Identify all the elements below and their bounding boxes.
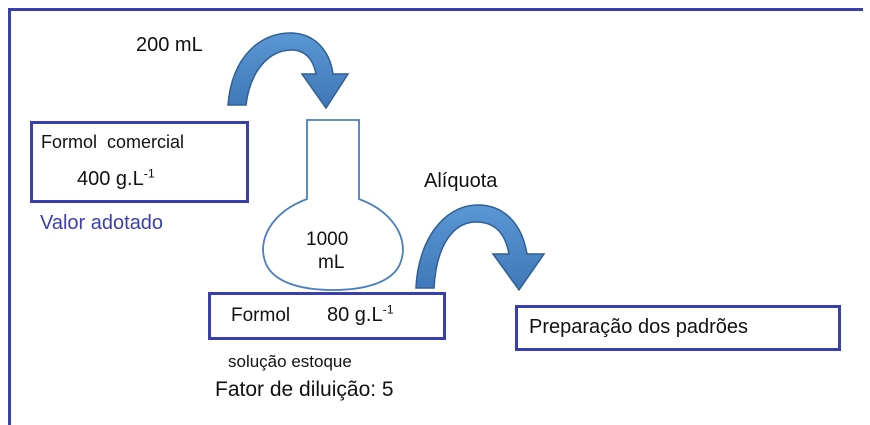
- volumetric-flask: [262, 119, 404, 291]
- flask-volume-line1: 1000: [306, 229, 349, 250]
- curved-arrow-to-flask: [227, 32, 350, 110]
- stock-solution-caption: solução estoque: [228, 352, 352, 371]
- commercial-formol-title: Formol comercial: [41, 132, 185, 152]
- dilution-factor-label: Fator de diluição: 5: [215, 378, 394, 401]
- standards-preparation-label: Preparação dos padrões: [529, 316, 749, 338]
- volume-label: 200 mL: [136, 34, 203, 56]
- commercial-formol-box: Formol comercial 400 g.L-1: [30, 121, 249, 203]
- commercial-formol-value: 400 g.L: [77, 168, 144, 190]
- standards-preparation-box: Preparação dos padrões: [515, 305, 841, 351]
- curved-arrow-to-standards: [415, 204, 546, 292]
- frame-left-border: [8, 8, 11, 425]
- stock-solution-box: Formol 80 g.L-1: [208, 292, 446, 340]
- stock-solution-value: 80 g.L: [327, 304, 383, 326]
- flask-volume-line2: mL: [318, 252, 345, 273]
- adopted-value-label: Valor adotado: [40, 212, 164, 234]
- stock-solution-exponent: -1: [382, 302, 394, 317]
- commercial-formol-concentration: 400 g.L-1: [77, 166, 155, 191]
- stock-solution-concentration: 80 g.L-1: [327, 302, 394, 327]
- aliquot-label: Alíquota: [424, 170, 498, 192]
- commercial-formol-exponent: -1: [143, 166, 155, 181]
- frame-top-border: [8, 8, 863, 11]
- stock-solution-name: Formol: [231, 305, 291, 326]
